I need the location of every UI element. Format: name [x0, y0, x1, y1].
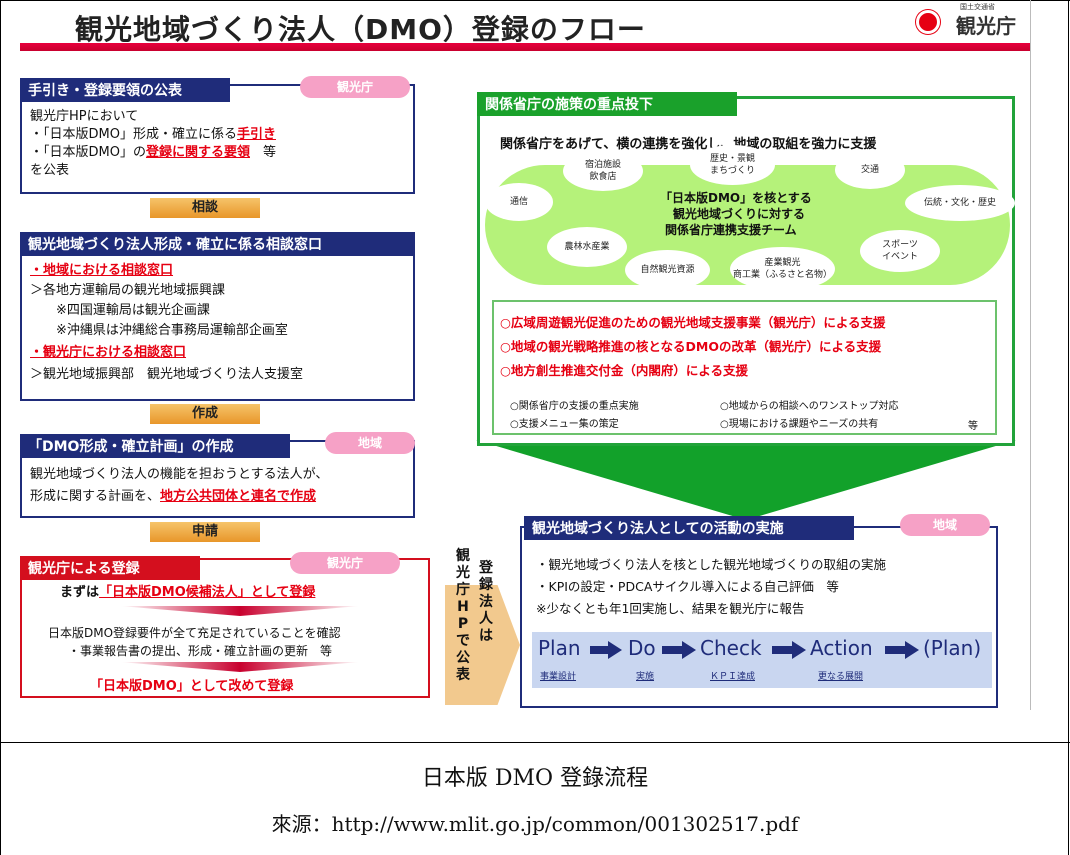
support-line2: ○地域の観光戦略推進の核となるDMOの改革（観光庁）による支援 — [500, 339, 882, 354]
s1-line3: ・「日本版DMO」の登録に関する要領 等 — [30, 145, 276, 160]
pdca-do: Do — [628, 636, 656, 660]
small-line2: ○地域からの相談へのワンストップ対応 — [720, 401, 899, 412]
logo-text: 観光庁 — [956, 14, 1016, 38]
pdca-sub-4: 更なる展開 — [818, 672, 864, 682]
publish-label-col2: 登録法人は — [479, 560, 493, 644]
arrow-apply: 申請 — [150, 522, 260, 542]
green-down-arrow — [476, 440, 1016, 520]
pdca-arrow-1-icon — [608, 641, 622, 659]
small-line3: ○支援メニュー集の策定 — [510, 419, 619, 430]
pdca-arrow-4-icon — [905, 641, 919, 659]
section-consultation-heading: 観光地域づくり法人形成・確立に係る相談窓口 — [20, 232, 415, 256]
s4-line4: ・事業報告書の提出、形成・確立計画の更新 等 — [68, 644, 333, 658]
logo-icon — [916, 10, 940, 34]
bubble-lodging: 宿泊施設 飲食店 — [563, 151, 643, 191]
s2-line1: ・地域における相談窓口 — [30, 263, 174, 278]
tag-jta-2: 観光庁 — [290, 552, 400, 574]
bubble-transport: 交通 — [835, 151, 905, 189]
ministries-subtitle: 関係省庁をあげて、横の連携を強化し、地域の取組を強力に支援 — [500, 137, 877, 152]
s4-line3: 日本版DMO登録要件が全て充足されていることを確認 — [48, 626, 341, 640]
section-guidelines-heading: 手引き・登録要領の公表 — [20, 78, 230, 102]
section-registration-heading: 観光庁による登録 — [20, 556, 200, 580]
center-line3: 関係省庁連携支援チーム — [665, 223, 797, 237]
s1-line4: を公表 — [30, 163, 70, 178]
logo-small-text: 国土交通省 — [960, 3, 995, 11]
small-line4: ○現場における課題やニーズの共有 — [720, 419, 879, 430]
bubble-industry: 産業観光 商工業（ふるさと名物） — [730, 247, 835, 291]
support-box — [492, 300, 997, 435]
activity-line2: ・KPIの設定・PDCAサイクル導入による自己評価 等 — [536, 579, 839, 594]
center-line2: 観光地域づくりに対する — [673, 207, 806, 221]
bubble-nature: 自然観光資源 — [625, 250, 710, 290]
frame-divider — [0, 742, 1070, 743]
pdca-arrow-3-shaft — [772, 646, 794, 654]
bubble-tradition: 伝統・文化・歴史 — [905, 185, 1015, 221]
tag-jta-1: 観光庁 — [300, 76, 410, 98]
support-line3: ○地方創生推進交付金（内閣府）による支援 — [500, 363, 749, 378]
s2-line6: ＞観光地域振興部 観光地域づくり法人支援室 — [30, 367, 304, 382]
small-etc: 等 — [968, 421, 978, 432]
center-line1: 「日本版DMO」を核とする — [660, 191, 812, 205]
section-activity-heading: 観光地域づくり法人としての活動の実施 — [524, 516, 854, 540]
bubble-sports: スポーツ イベント — [860, 230, 940, 272]
s2-line2: ＞各地方運輸局の観光地域振興課 — [30, 283, 226, 298]
caption-source: 來源：http://www.mlit.go.jp/common/00130251… — [271, 812, 799, 836]
s4-divider-arrow — [120, 606, 360, 616]
frame-left — [0, 0, 1, 855]
slide-title: 観光地域づくり法人（DMO）登録のフロー — [75, 13, 646, 46]
s1-line2: ・「日本版DMO」形成・確立に係る手引き — [30, 127, 276, 142]
pdca-arrow-2-icon — [682, 641, 696, 659]
tag-region-1: 地域 — [325, 432, 415, 454]
section-plan-heading: 「DMO形成・確立計画」の作成 — [20, 434, 290, 458]
section-consultation — [20, 236, 415, 401]
frame-right — [1068, 0, 1069, 855]
pdca-sub-3: ＫＰＩ達成 — [710, 672, 756, 682]
pdca-arrow-4-shaft — [885, 646, 907, 654]
activity-line3: ※少なくとも年1回実施し、結果を観光庁に報告 — [536, 601, 805, 616]
pdca-plan: Plan — [538, 636, 581, 660]
bubble-agriculture: 農林水産業 — [547, 227, 627, 267]
bubble-history: 歴史・景観 まちづくり — [690, 145, 775, 185]
pdca-action: Action — [810, 636, 873, 660]
s3-line1: 観光地域づくり法人の機能を担おうとする法人が、 — [30, 467, 329, 482]
publish-label-col1: 観光庁HPで公表 — [456, 548, 470, 683]
pdca-arrow-2-shaft — [662, 646, 684, 654]
s2-line4: ※沖縄県は沖縄総合事務局運輸部企画室 — [56, 323, 288, 338]
bubble-telecom: 通信 — [485, 183, 553, 221]
s2-line5: ・観光庁における相談窓口 — [30, 345, 187, 360]
s4-line1: まずは「日本版DMO候補法人」として登録 — [60, 585, 316, 600]
section-guidelines — [20, 84, 415, 194]
pdca-sub-2: 実施 — [636, 672, 655, 682]
arrow-create: 作成 — [150, 404, 260, 424]
section-ministries-heading: 関係省庁の施策の重点投下 — [477, 92, 737, 116]
section-registration — [20, 558, 430, 698]
s2-line3: ※四国運輸局は観光企画課 — [56, 303, 210, 318]
title-underline — [20, 43, 1030, 51]
s3-line2: 形成に関する計画を、地方公共団体と連名で作成 — [30, 489, 317, 504]
small-line1: ○関係省庁の支援の重点実施 — [510, 401, 639, 412]
pdca-sub-1: 事業設計 — [540, 672, 577, 682]
frame-top — [0, 0, 1070, 1]
s1-line1: 観光庁HPにおいて — [30, 109, 139, 124]
image-right-edge — [1030, 0, 1031, 710]
s4-line5: 「日本版DMO」として改めて登録 — [90, 679, 294, 694]
arrow-consult: 相談 — [150, 198, 260, 218]
tag-region-2: 地域 — [900, 514, 990, 536]
pdca-check: Check — [700, 636, 762, 660]
s4-divider-arrow-2 — [120, 662, 360, 672]
support-line1: ○広域周遊観光促進のための観光地域支援事業（観光庁）による支援 — [500, 315, 886, 330]
pdca-plan-repeat: (Plan) — [923, 636, 982, 660]
caption-title: 日本版 DMO 登錄流程 — [421, 766, 649, 791]
activity-line1: ・観光地域づくり法人を核とした観光地域づくりの取組の実施 — [536, 557, 887, 572]
pdca-arrow-1-shaft — [590, 646, 610, 654]
support-network: 宿泊施設 飲食店 歴史・景観 まちづくり 交通 通信 伝統・文化・歴史 農林水産… — [485, 145, 1015, 295]
pdca-arrow-3-icon — [792, 641, 806, 659]
